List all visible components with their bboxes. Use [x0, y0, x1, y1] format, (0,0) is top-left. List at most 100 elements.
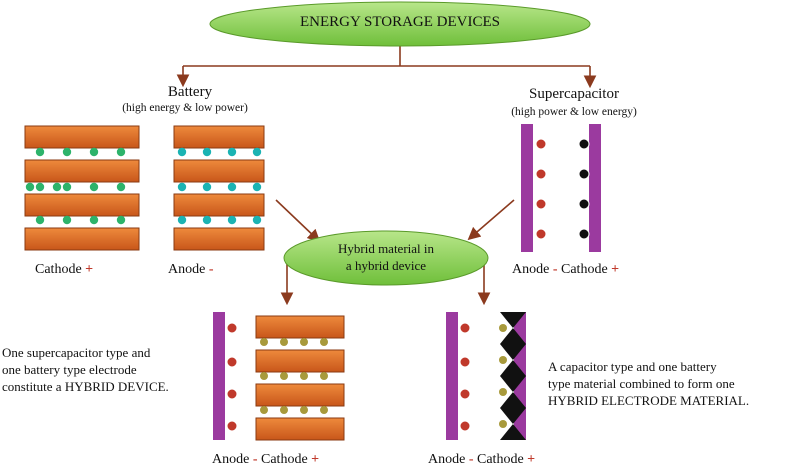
- teal-ion: [202, 215, 212, 225]
- battery-cathode-plate: [24, 125, 140, 149]
- olive-ion: [320, 406, 328, 414]
- olive-ion: [280, 406, 288, 414]
- teal-ion: [252, 147, 262, 157]
- hybrid-electrode-cathode-text: Cathode: [477, 452, 524, 467]
- red-ion: [226, 356, 238, 368]
- teal-ion: [252, 215, 262, 225]
- hybrid-electrode-description-line1: A capacitor type and one battery: [548, 359, 717, 374]
- battery-cathode-text: Cathode: [35, 262, 82, 277]
- hybrid-electrode-labels: Anode - Cathode +: [428, 452, 535, 468]
- black-wedge: [500, 312, 526, 328]
- red-ion: [226, 420, 238, 432]
- olive-ion: [499, 356, 507, 364]
- hybrid-device-anode-text: Anode: [212, 452, 250, 467]
- hybrid-device-description-line3: constitute a HYBRID DEVICE.: [2, 379, 169, 394]
- green-ion: [35, 215, 45, 225]
- title-label: ENERGY STORAGE DEVICES: [299, 14, 500, 30]
- battery-anode-label: Anode -: [168, 262, 214, 278]
- green-ion: [116, 182, 126, 192]
- olive-ion: [499, 388, 507, 396]
- battery-anode-plate: [173, 193, 265, 217]
- hybrid-electrode-anode-text: Anode: [428, 452, 466, 467]
- olive-ion: [280, 372, 288, 380]
- black-wedge: [500, 344, 526, 360]
- connectors: [176, 46, 597, 306]
- olive-ion: [320, 338, 328, 346]
- supercap-anode-text: Anode: [512, 262, 550, 277]
- battery-cathode-plus: +: [85, 262, 94, 277]
- olive-ion: [260, 338, 268, 346]
- hybrid-device-cathode-plate: [255, 417, 345, 441]
- green-ion: [89, 182, 99, 192]
- teal-ion: [227, 215, 237, 225]
- red-ion: [226, 322, 238, 334]
- teal-ion: [252, 182, 262, 192]
- teal-ion: [177, 147, 187, 157]
- supercap-anode-bar: [521, 124, 533, 252]
- hybrid-device-cathode-text: Cathode: [261, 452, 308, 467]
- hybrid-device-description-line2: one battery type electrode: [2, 362, 137, 377]
- black-wedge: [500, 328, 526, 344]
- black-ion: [578, 168, 590, 180]
- olive-ion: [499, 420, 507, 428]
- red-ion: [459, 420, 471, 432]
- black-wedge: [500, 360, 526, 376]
- green-ion: [62, 182, 72, 192]
- hybrid-device-description-line1: One supercapacitor type and: [2, 345, 151, 360]
- hybrid-device-cathode-plus: +: [311, 452, 320, 467]
- hybrid-electrode-description-line3: HYBRID ELECTRODE MATERIAL.: [548, 393, 750, 408]
- green-ion: [62, 147, 72, 157]
- red-ion: [459, 322, 471, 334]
- olive-ion: [300, 406, 308, 414]
- hybrid-electrode-description-line2: type material combined to form one: [548, 376, 735, 391]
- red-ion: [459, 388, 471, 400]
- hybrid-electrode-description: A capacitor type and one battery type ma…: [548, 358, 749, 409]
- battery-title: Battery: [167, 84, 213, 100]
- hybrid-device-cathode-plate: [255, 383, 345, 407]
- hybrid-device-labels: Anode - Cathode +: [212, 452, 319, 468]
- supercap-cathode-text: Cathode: [561, 262, 608, 277]
- red-ion: [535, 138, 547, 150]
- olive-ion: [300, 372, 308, 380]
- supercap-electrode-labels: Anode - Cathode +: [512, 262, 619, 278]
- supercap-cathode-bar: [589, 124, 601, 252]
- battery-cathode-plate: [24, 193, 140, 217]
- red-ion: [226, 388, 238, 400]
- teal-ion: [227, 182, 237, 192]
- hybrid-electrode-anode-bar: [446, 312, 458, 440]
- supercapacitor-title: Supercapacitor: [529, 86, 619, 102]
- arrow-battery-to-hybrid: [275, 199, 321, 243]
- red-ion: [535, 198, 547, 210]
- olive-ion: [280, 338, 288, 346]
- hybrid-bubble-line1: Hybrid material in: [337, 241, 435, 256]
- battery-subtitle: (high energy & low power): [122, 102, 248, 114]
- black-wedge: [500, 408, 526, 424]
- olive-ion: [260, 406, 268, 414]
- teal-ion: [202, 182, 212, 192]
- green-ion: [89, 147, 99, 157]
- hybrid-device-cathode-plate: [255, 315, 345, 339]
- olive-ion: [499, 324, 507, 332]
- hybrid-device-description: One supercapacitor type and one battery …: [2, 344, 169, 395]
- battery-cathode-plate: [24, 227, 140, 251]
- teal-ion: [177, 182, 187, 192]
- supercapacitor-subtitle: (high power & low energy): [511, 106, 637, 118]
- olive-ion: [300, 338, 308, 346]
- battery-anode-plate: [173, 227, 265, 251]
- black-wedge: [500, 392, 526, 408]
- green-ion: [89, 215, 99, 225]
- black-ion: [578, 138, 590, 150]
- green-ion: [116, 215, 126, 225]
- green-ion: [62, 215, 72, 225]
- red-ion: [535, 228, 547, 240]
- hybrid-electrode-cathode-plus: +: [527, 452, 536, 467]
- teal-ion: [177, 215, 187, 225]
- hybrid-device-anode-bar: [213, 312, 225, 440]
- red-ion: [535, 168, 547, 180]
- green-ion: [35, 147, 45, 157]
- olive-ion: [260, 372, 268, 380]
- supercap-cathode-plus: +: [611, 262, 620, 277]
- hybrid-bubble-line2: a hybrid device: [345, 258, 427, 273]
- hybrid-device-anode-minus: -: [252, 452, 258, 467]
- black-ion: [578, 228, 590, 240]
